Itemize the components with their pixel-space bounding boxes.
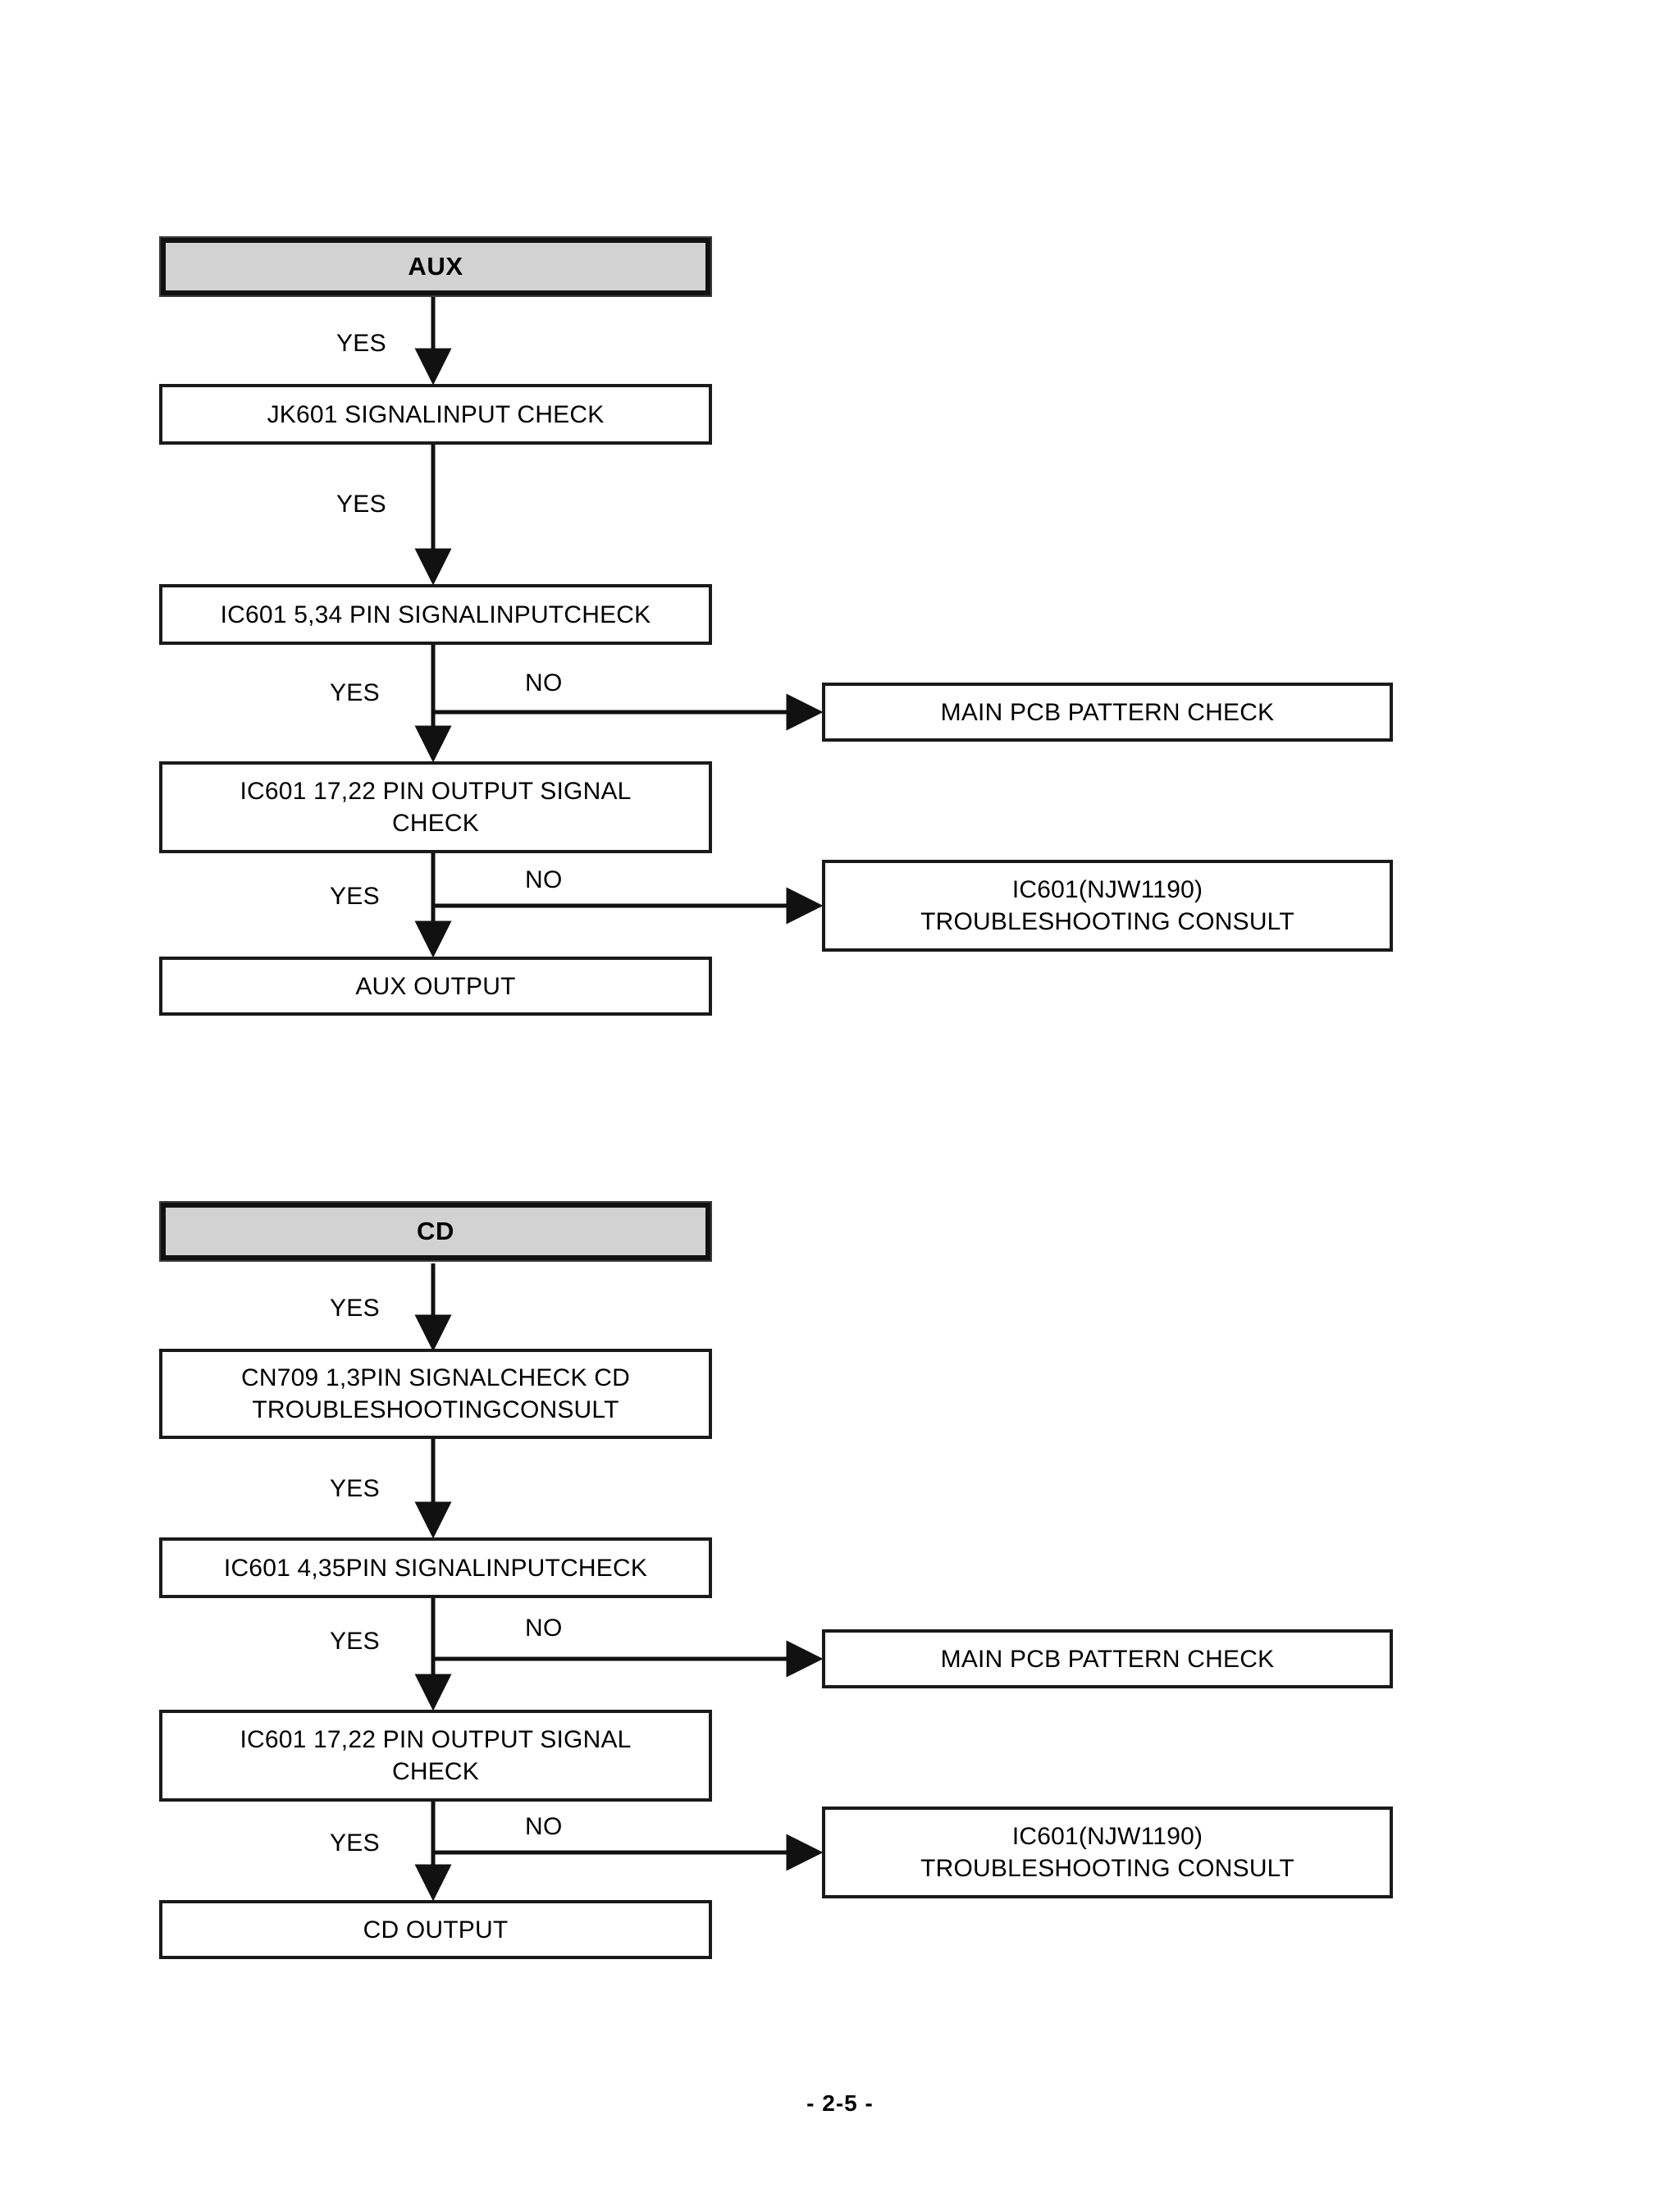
edge-label-aux-yes-1: YES bbox=[336, 330, 386, 357]
node-cd-header-label: CD bbox=[161, 1203, 710, 1260]
edge-label-cd-no-2: NO bbox=[525, 1813, 563, 1840]
node-label: IC601(NJW1190) TROUBLESHOOTING CONSULT bbox=[920, 876, 1294, 935]
edge-label-cd-no-1: NO bbox=[525, 1615, 563, 1642]
edge-label-cd-yes-4: YES bbox=[330, 1829, 380, 1857]
node-cd-output: CD OUTPUT bbox=[159, 1900, 712, 1959]
node-cd-ic601-input-check: IC601 4,35PIN SIGNALINPUTCHECK bbox=[159, 1537, 712, 1598]
node-cd-main-pcb-pattern-check: MAIN PCB PATTERN CHECK bbox=[822, 1629, 1393, 1688]
edge-label-aux-yes-4: YES bbox=[330, 883, 380, 910]
node-label: IC601 17,22 PIN OUTPUT SIGNAL CHECK bbox=[240, 1726, 632, 1785]
edge-label-aux-yes-3: YES bbox=[330, 679, 380, 706]
edge-label-aux-no-1: NO bbox=[525, 669, 563, 697]
node-aux-output: AUX OUTPUT bbox=[159, 957, 712, 1016]
edge-label-cd-yes-1: YES bbox=[330, 1295, 380, 1322]
node-label: MAIN PCB PATTERN CHECK bbox=[940, 1645, 1275, 1673]
node-label: IC601 5,34 PIN SIGNALINPUTCHECK bbox=[220, 601, 651, 628]
node-label: IC601 4,35PIN SIGNALINPUTCHECK bbox=[223, 1554, 648, 1582]
node-label: JK601 SIGNALINPUT CHECK bbox=[267, 400, 605, 428]
edge-label-cd-yes-3: YES bbox=[330, 1628, 380, 1655]
node-label: CN709 1,3PIN SIGNALCHECK CD TROUBLESHOOT… bbox=[241, 1364, 630, 1423]
page-number: - 2-5 - bbox=[806, 2090, 874, 2116]
node-label: MAIN PCB PATTERN CHECK bbox=[940, 698, 1275, 726]
node-aux-main-pcb-pattern-check: MAIN PCB PATTERN CHECK bbox=[822, 683, 1393, 742]
edge-label-cd-yes-2: YES bbox=[330, 1475, 380, 1502]
node-aux-jk601: JK601 SIGNALINPUT CHECK bbox=[159, 384, 712, 445]
node-label: CD OUTPUT bbox=[363, 1916, 509, 1944]
edge-label-aux-yes-2: YES bbox=[336, 491, 386, 518]
node-aux-header-label: AUX bbox=[161, 238, 710, 295]
node-cd-ic601-output-check: IC601 17,22 PIN OUTPUT SIGNAL CHECK bbox=[159, 1710, 712, 1802]
node-aux-header: AUX bbox=[159, 236, 712, 297]
edge-label-aux-no-2: NO bbox=[525, 866, 563, 893]
node-label: IC601(NJW1190) TROUBLESHOOTING CONSULT bbox=[920, 1823, 1294, 1882]
node-label: AUX OUTPUT bbox=[355, 972, 516, 1000]
node-cd-cn709-signal-check: CN709 1,3PIN SIGNALCHECK CD TROUBLESHOOT… bbox=[159, 1349, 712, 1439]
node-aux-ic601-input-check: IC601 5,34 PIN SIGNALINPUTCHECK bbox=[159, 584, 712, 645]
node-aux-ic601-troubleshooting-consult: IC601(NJW1190) TROUBLESHOOTING CONSULT bbox=[822, 860, 1393, 952]
node-cd-ic601-troubleshooting-consult: IC601(NJW1190) TROUBLESHOOTING CONSULT bbox=[822, 1807, 1393, 1898]
node-cd-header: CD bbox=[159, 1201, 712, 1262]
node-label: IC601 17,22 PIN OUTPUT SIGNAL CHECK bbox=[240, 778, 632, 837]
node-aux-ic601-output-check: IC601 17,22 PIN OUTPUT SIGNAL CHECK bbox=[159, 761, 712, 853]
